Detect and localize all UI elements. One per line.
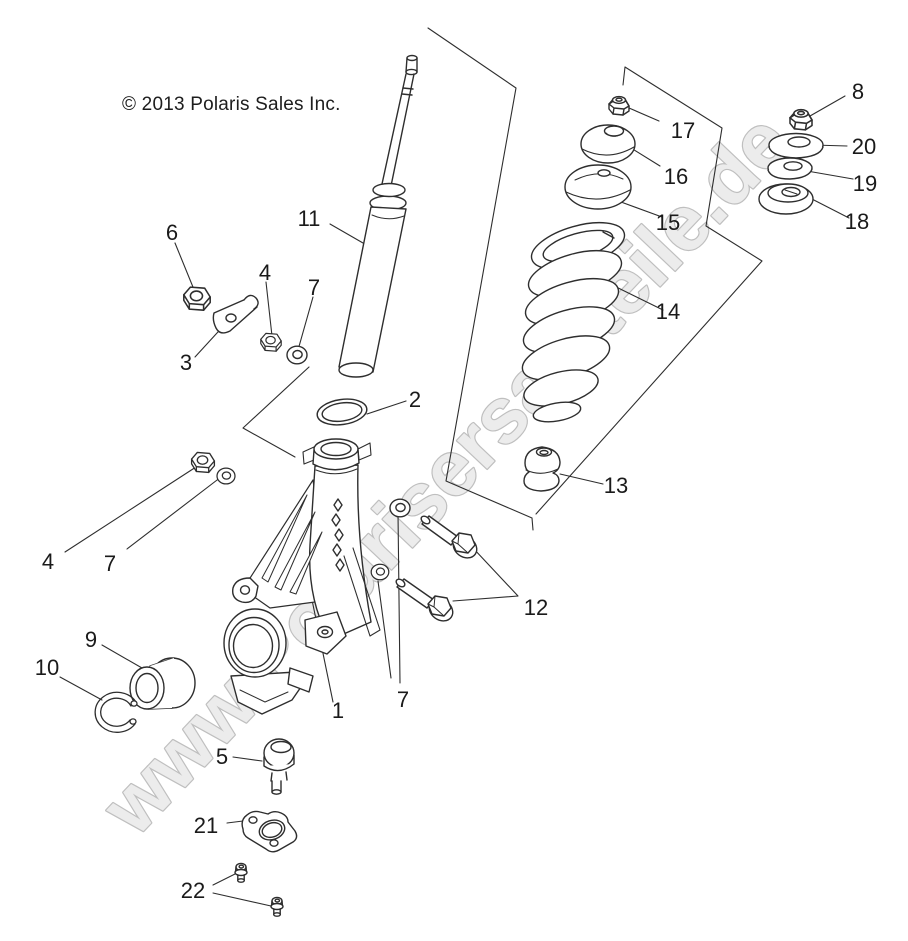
bolt-12b [395,578,454,622]
callout-13: 13 [603,473,629,498]
bump-stop [523,446,561,492]
hex-nut-4b [190,451,216,474]
flat-washer-7b [216,467,236,485]
callout-2: 2 [408,387,422,412]
spacer-18 [758,183,814,215]
callout-16: 16 [663,164,689,189]
callout-3: 3 [179,350,193,375]
coil-spring [521,221,626,423]
lock-nut-17 [608,95,630,116]
screw-22a [234,862,248,883]
hex-nut-4a [260,332,282,352]
shock-absorber [338,54,418,378]
mount-cap-15 [564,164,632,210]
callout-1: 1 [331,698,345,723]
hex-nut-6 [183,286,211,311]
bolt-12a [420,515,478,559]
screw-22b [270,896,284,917]
washer-19 [767,157,813,180]
lock-nut-8 [789,108,813,131]
strut-clamp [212,294,259,334]
flat-washer-7d [370,563,390,581]
callout-14: 14 [655,299,681,324]
callout-5: 5 [215,744,229,769]
callout-19: 19 [852,171,878,196]
washer-20 [768,132,824,159]
copyright-text: © 2013 Polaris Sales Inc. [122,94,341,115]
callout-10: 10 [34,655,60,680]
callout-18: 18 [844,209,870,234]
callout-7: 7 [103,551,117,576]
callout-20: 20 [851,134,877,159]
callout-22: 22 [180,878,206,903]
callout-11: 11 [297,206,321,231]
mount-plate [241,810,298,853]
callout-8: 8 [851,79,865,104]
snap-ring [94,691,138,733]
callout-6: 6 [165,220,179,245]
flat-washer-7a [286,345,308,365]
callout-12: 12 [523,595,549,620]
callout-7: 7 [307,275,321,300]
callout-7: 7 [396,687,410,712]
callout-15: 15 [655,210,681,235]
retaining-ring [316,398,368,426]
steering-knuckle [223,438,381,715]
callout-17: 17 [670,118,696,143]
flat-washer-7c [389,498,411,518]
callout-9: 9 [84,627,98,652]
ball-joint [263,738,295,795]
bearing [129,657,196,710]
fence-lines [427,27,763,531]
watermark-text: www.Polarisersatzteile.de [84,97,806,851]
mount-cap-16 [580,124,636,164]
callout-4: 4 [258,260,272,285]
callout-21: 21 [193,813,219,838]
callout-4: 4 [41,549,55,574]
